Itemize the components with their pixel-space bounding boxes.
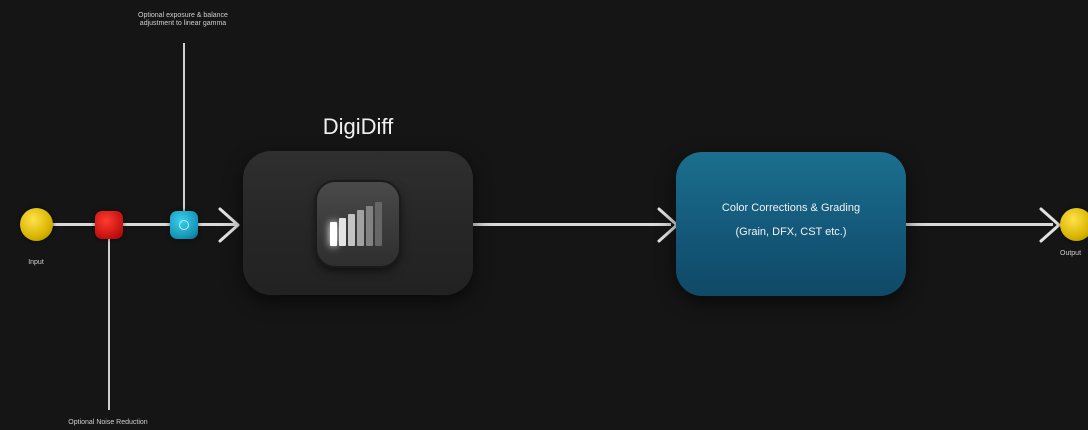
exposure-note: Optional exposure & balance adjustment t…: [108, 12, 258, 28]
connector-noise-to-exposure: [122, 223, 174, 226]
connector-noise-note: [108, 238, 110, 410]
noise-reduction-node: [95, 211, 123, 239]
grading-title: Color Corrections & Grading: [721, 202, 861, 214]
exposure-node: [170, 211, 198, 239]
grading-subtitle: (Grain, DFX, CST etc.): [735, 226, 847, 238]
connector-exposure-to-digidiff: [198, 223, 236, 226]
exposure-node-icon: [179, 220, 189, 230]
output-label: Output: [1060, 250, 1082, 257]
arrow-head-digidiff: [218, 207, 240, 243]
input-label: Input: [28, 259, 44, 266]
exposure-note-line2: adjustment to linear gamma: [139, 20, 227, 27]
connector-exposure-note: [183, 43, 185, 211]
connector-digidiff-to-grading: [473, 223, 671, 226]
color-grading-block: Color Corrections & Grading (Grain, DFX,…: [676, 152, 906, 296]
exposure-note-line1: Optional exposure & balance: [138, 12, 228, 19]
digidiff-block: [243, 151, 473, 295]
arrow-head-output: [1039, 207, 1061, 243]
input-node: [20, 208, 53, 241]
noise-note: Optional Noise Reduction: [68, 419, 148, 426]
digidiff-title: DigiDiff: [322, 114, 394, 139]
gradient-bars-icon: [317, 182, 399, 266]
connector-input-to-noise: [50, 223, 98, 226]
connector-grading-to-output: [906, 223, 1053, 226]
output-node: [1060, 208, 1088, 241]
